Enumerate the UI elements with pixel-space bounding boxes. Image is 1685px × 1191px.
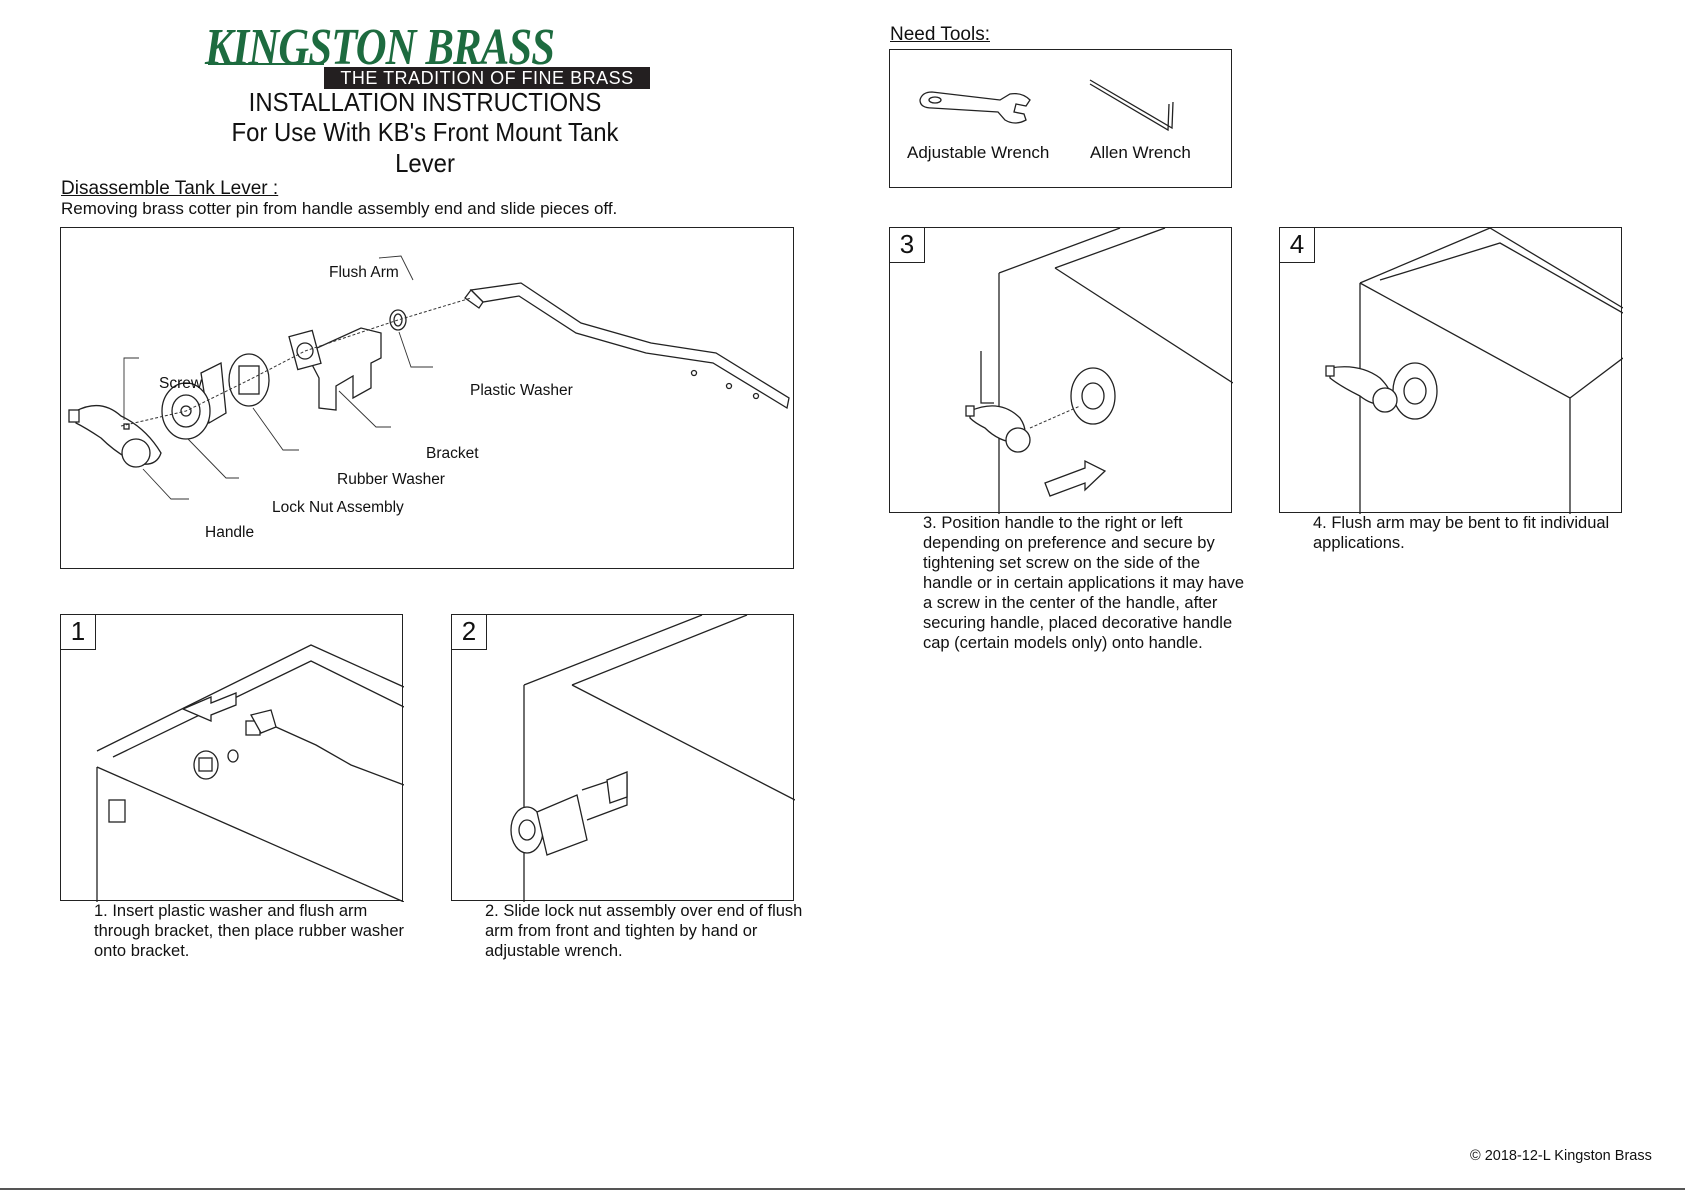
disassemble-title: Disassemble Tank Lever : <box>61 178 279 199</box>
label-lock-nut-assembly: Lock Nut Assembly <box>272 499 404 516</box>
tools-title: Need Tools: <box>890 24 990 45</box>
step-1-illustration <box>96 644 404 902</box>
label-screw: Screw <box>159 375 203 392</box>
step-1-panel <box>60 614 404 902</box>
step-1-number: 1 <box>60 614 96 650</box>
page-title: INSTALLATION INSTRUCTIONS <box>248 87 602 117</box>
brand-tagline: THE TRADITION OF FINE BRASS <box>324 67 650 89</box>
step-4-panel <box>1279 227 1623 514</box>
disassemble-description: Removing brass cotter pin from handle as… <box>61 199 618 218</box>
label-plastic-washer: Plastic Washer <box>470 382 573 399</box>
step-2-illustration <box>510 615 795 902</box>
step-2-text: 2. Slide lock nut assembly over end of f… <box>485 902 803 960</box>
label-bracket: Bracket <box>426 445 479 462</box>
tool-label-adjustable-wrench: Adjustable Wrench <box>907 143 1050 162</box>
tool-label-allen-wrench: Allen Wrench <box>1090 143 1191 162</box>
exploded-assembly-illustration <box>68 255 790 500</box>
exploded-diagram-panel: Flush Arm Screw Plastic Washer Bracket R… <box>60 227 794 569</box>
step-4-text: 4. Flush arm may be bent to fit individu… <box>1313 514 1610 552</box>
page-subtitle: For Use With KB's Front Mount Tank Lever <box>231 117 619 178</box>
tools-panel: Adjustable Wrench Allen Wrench <box>889 49 1232 188</box>
step-1-text: 1. Insert plastic washer and flush arm t… <box>94 902 405 960</box>
label-rubber-washer: Rubber Washer <box>337 471 445 488</box>
step-3-panel <box>889 227 1233 514</box>
brand-logo: KINGSTON BRASS <box>205 19 555 76</box>
step-2-number: 2 <box>451 614 487 650</box>
step-3-illustration <box>965 228 1233 514</box>
brand-underline <box>208 63 324 65</box>
step-4-illustration <box>1325 228 1623 514</box>
label-handle: Handle <box>205 524 255 541</box>
adjustable-wrench-icon <box>919 91 1031 124</box>
bottom-divider <box>0 1188 1685 1190</box>
step-3-text: 3. Position handle to the right or left … <box>923 514 1245 652</box>
copyright: © 2018-12-L Kingston Brass <box>1470 1148 1652 1164</box>
label-flush-arm: Flush Arm <box>329 264 399 281</box>
step-2-panel <box>451 614 795 902</box>
allen-wrench-icon <box>1089 79 1174 132</box>
step-3-number: 3 <box>889 227 925 263</box>
step-4-number: 4 <box>1279 227 1315 263</box>
